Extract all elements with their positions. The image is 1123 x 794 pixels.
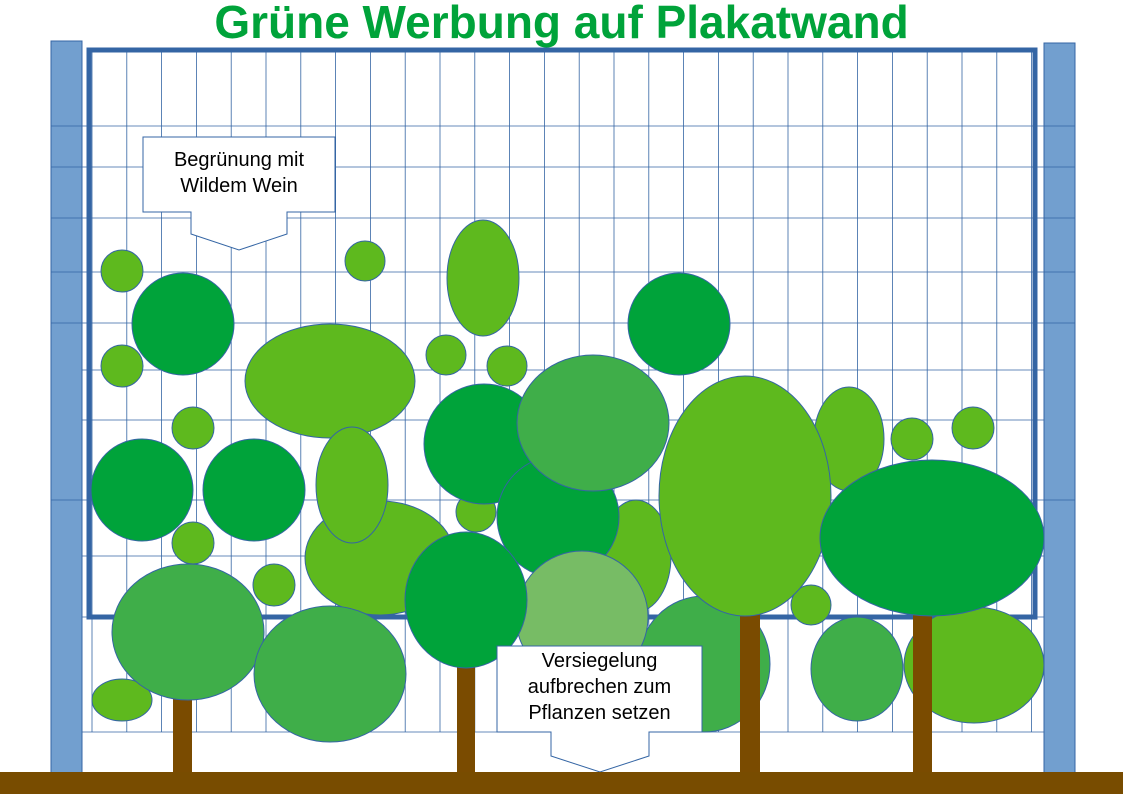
callout-bottom-line: Versiegelung: [541, 650, 658, 672]
page-title: Grüne Werbung auf Plakatwand: [214, 0, 909, 48]
leaf-blob: [890, 417, 934, 461]
leaf-blob: [627, 272, 731, 376]
leaf-blob: [131, 272, 235, 376]
tree-trunk: [457, 662, 475, 777]
leaf-blob: [790, 584, 832, 626]
leaf-blob: [171, 406, 215, 450]
leaf-blob: [90, 438, 194, 542]
leaf-blob: [486, 345, 528, 387]
callout-bottom-line: Pflanzen setzen: [528, 702, 671, 724]
leaf-blob: [252, 563, 296, 607]
callout-bottom-box: [496, 645, 703, 773]
leaf-blob: [951, 406, 995, 450]
leaf-blob: [111, 563, 265, 701]
leaf-blob: [810, 616, 904, 722]
post-joints: [51, 125, 1075, 501]
tree-trunk: [173, 695, 192, 777]
leaf-blob: [446, 219, 520, 337]
left-post: [50, 40, 83, 777]
leaf-blob: [819, 459, 1045, 617]
callout-top-line: Begrünung mit: [173, 149, 305, 171]
leaf-blob: [202, 438, 306, 542]
leaf-blob: [404, 531, 528, 669]
callout-top-label: Begrünung mit Wildem Wein: [143, 147, 335, 199]
leaf-blob: [344, 240, 386, 282]
leaf-blob: [91, 678, 153, 722]
callout-top-line: Wildem Wein: [180, 175, 298, 197]
leaf-blob: [100, 249, 144, 293]
foliage: [90, 219, 1045, 777]
leaf-blob: [253, 605, 407, 743]
leaf-blob: [315, 426, 389, 544]
ground: [0, 772, 1123, 794]
callout-bottom-label: Versiegelung aufbrechen zum Pflanzen set…: [497, 648, 702, 726]
leaf-blob: [516, 354, 670, 492]
leaf-blob: [244, 323, 416, 439]
callout-bottom-line: aufbrechen zum: [527, 676, 672, 698]
leaf-blob: [100, 344, 144, 388]
callout-top-box: [142, 136, 336, 251]
right-post: [1043, 42, 1076, 777]
tree-trunk: [740, 612, 760, 777]
leaf-blob: [425, 334, 467, 376]
tree-trunk: [913, 610, 932, 777]
leaf-blob: [171, 521, 215, 565]
leaf-blob: [658, 375, 832, 617]
